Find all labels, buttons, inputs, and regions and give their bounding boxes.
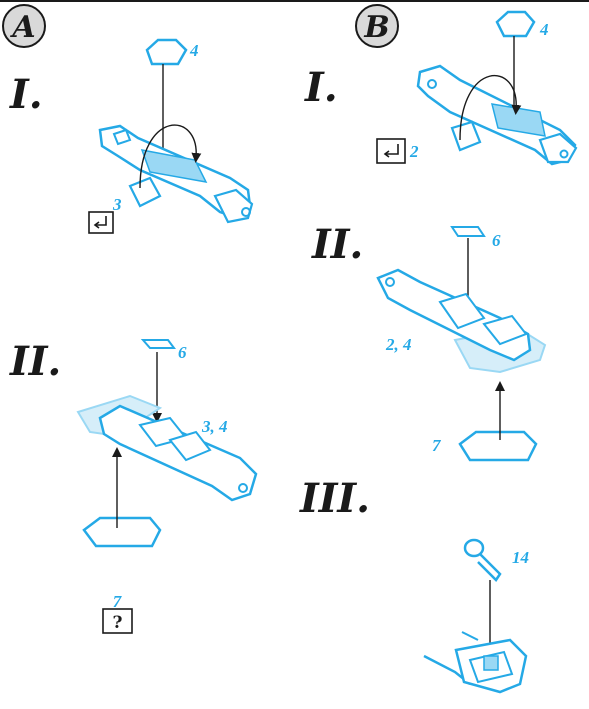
buckle-strap-a2 <box>76 394 258 502</box>
panel-b-step2-label-6: 6 <box>492 231 501 250</box>
buckle-end-b3 <box>423 631 528 694</box>
fold-arrow-icon <box>88 211 114 234</box>
part-7-pad <box>458 430 538 462</box>
part-14-clip <box>463 538 502 582</box>
panel-b-letter: B <box>363 10 389 45</box>
panel-a-circle <box>2 4 46 48</box>
buckle-strap-b1 <box>416 64 578 166</box>
part-6-plate <box>450 226 486 237</box>
fold-path-arrow <box>139 124 202 189</box>
panel-b-step2-label-24: 2, 4 <box>385 335 412 354</box>
panel-b-step3-label-14: 14 <box>512 548 529 567</box>
panel-b-step1-roman: I. <box>304 64 338 111</box>
fold-arrow-icon <box>376 138 406 164</box>
panel-a-step2-label-34: 3, 4 <box>201 417 228 436</box>
panel-b-circle <box>355 4 399 48</box>
part-7-pad <box>82 516 162 548</box>
part-4-cap <box>495 10 536 38</box>
fold-path-arrow <box>459 74 522 141</box>
panel-a-step1-roman: I. <box>9 71 43 118</box>
panel-a-step1-label-4: 4 <box>189 41 199 60</box>
panel-a-step2-label-7: 7 <box>113 592 123 611</box>
panel-b-step2-label-7: 7 <box>432 436 442 455</box>
panel-b-step2-roman: II. <box>311 221 363 268</box>
panel-b-step1-label-2: 2 <box>409 142 419 161</box>
panel-a-letter: A <box>9 10 35 45</box>
panel-a: A I. 4 3 II. 6 <box>2 4 258 634</box>
part-6-plate <box>140 339 176 349</box>
help-icon: ? <box>102 608 133 634</box>
buckle-strap-b2 <box>376 268 547 374</box>
panel-a-step2-roman: II. <box>9 338 61 385</box>
help-icon-text: ? <box>113 613 123 633</box>
panel-b-step1-label-4: 4 <box>539 20 549 39</box>
panel-a-step1-label-3: 3 <box>112 195 122 214</box>
part-4-cap <box>145 38 188 66</box>
panel-b: B I. 4 2 II. 6 <box>299 4 578 694</box>
buckle-strap-a1 <box>98 124 254 224</box>
panel-b-step3-roman: III. <box>299 475 370 522</box>
panel-a-step2-label-6: 6 <box>178 343 187 362</box>
